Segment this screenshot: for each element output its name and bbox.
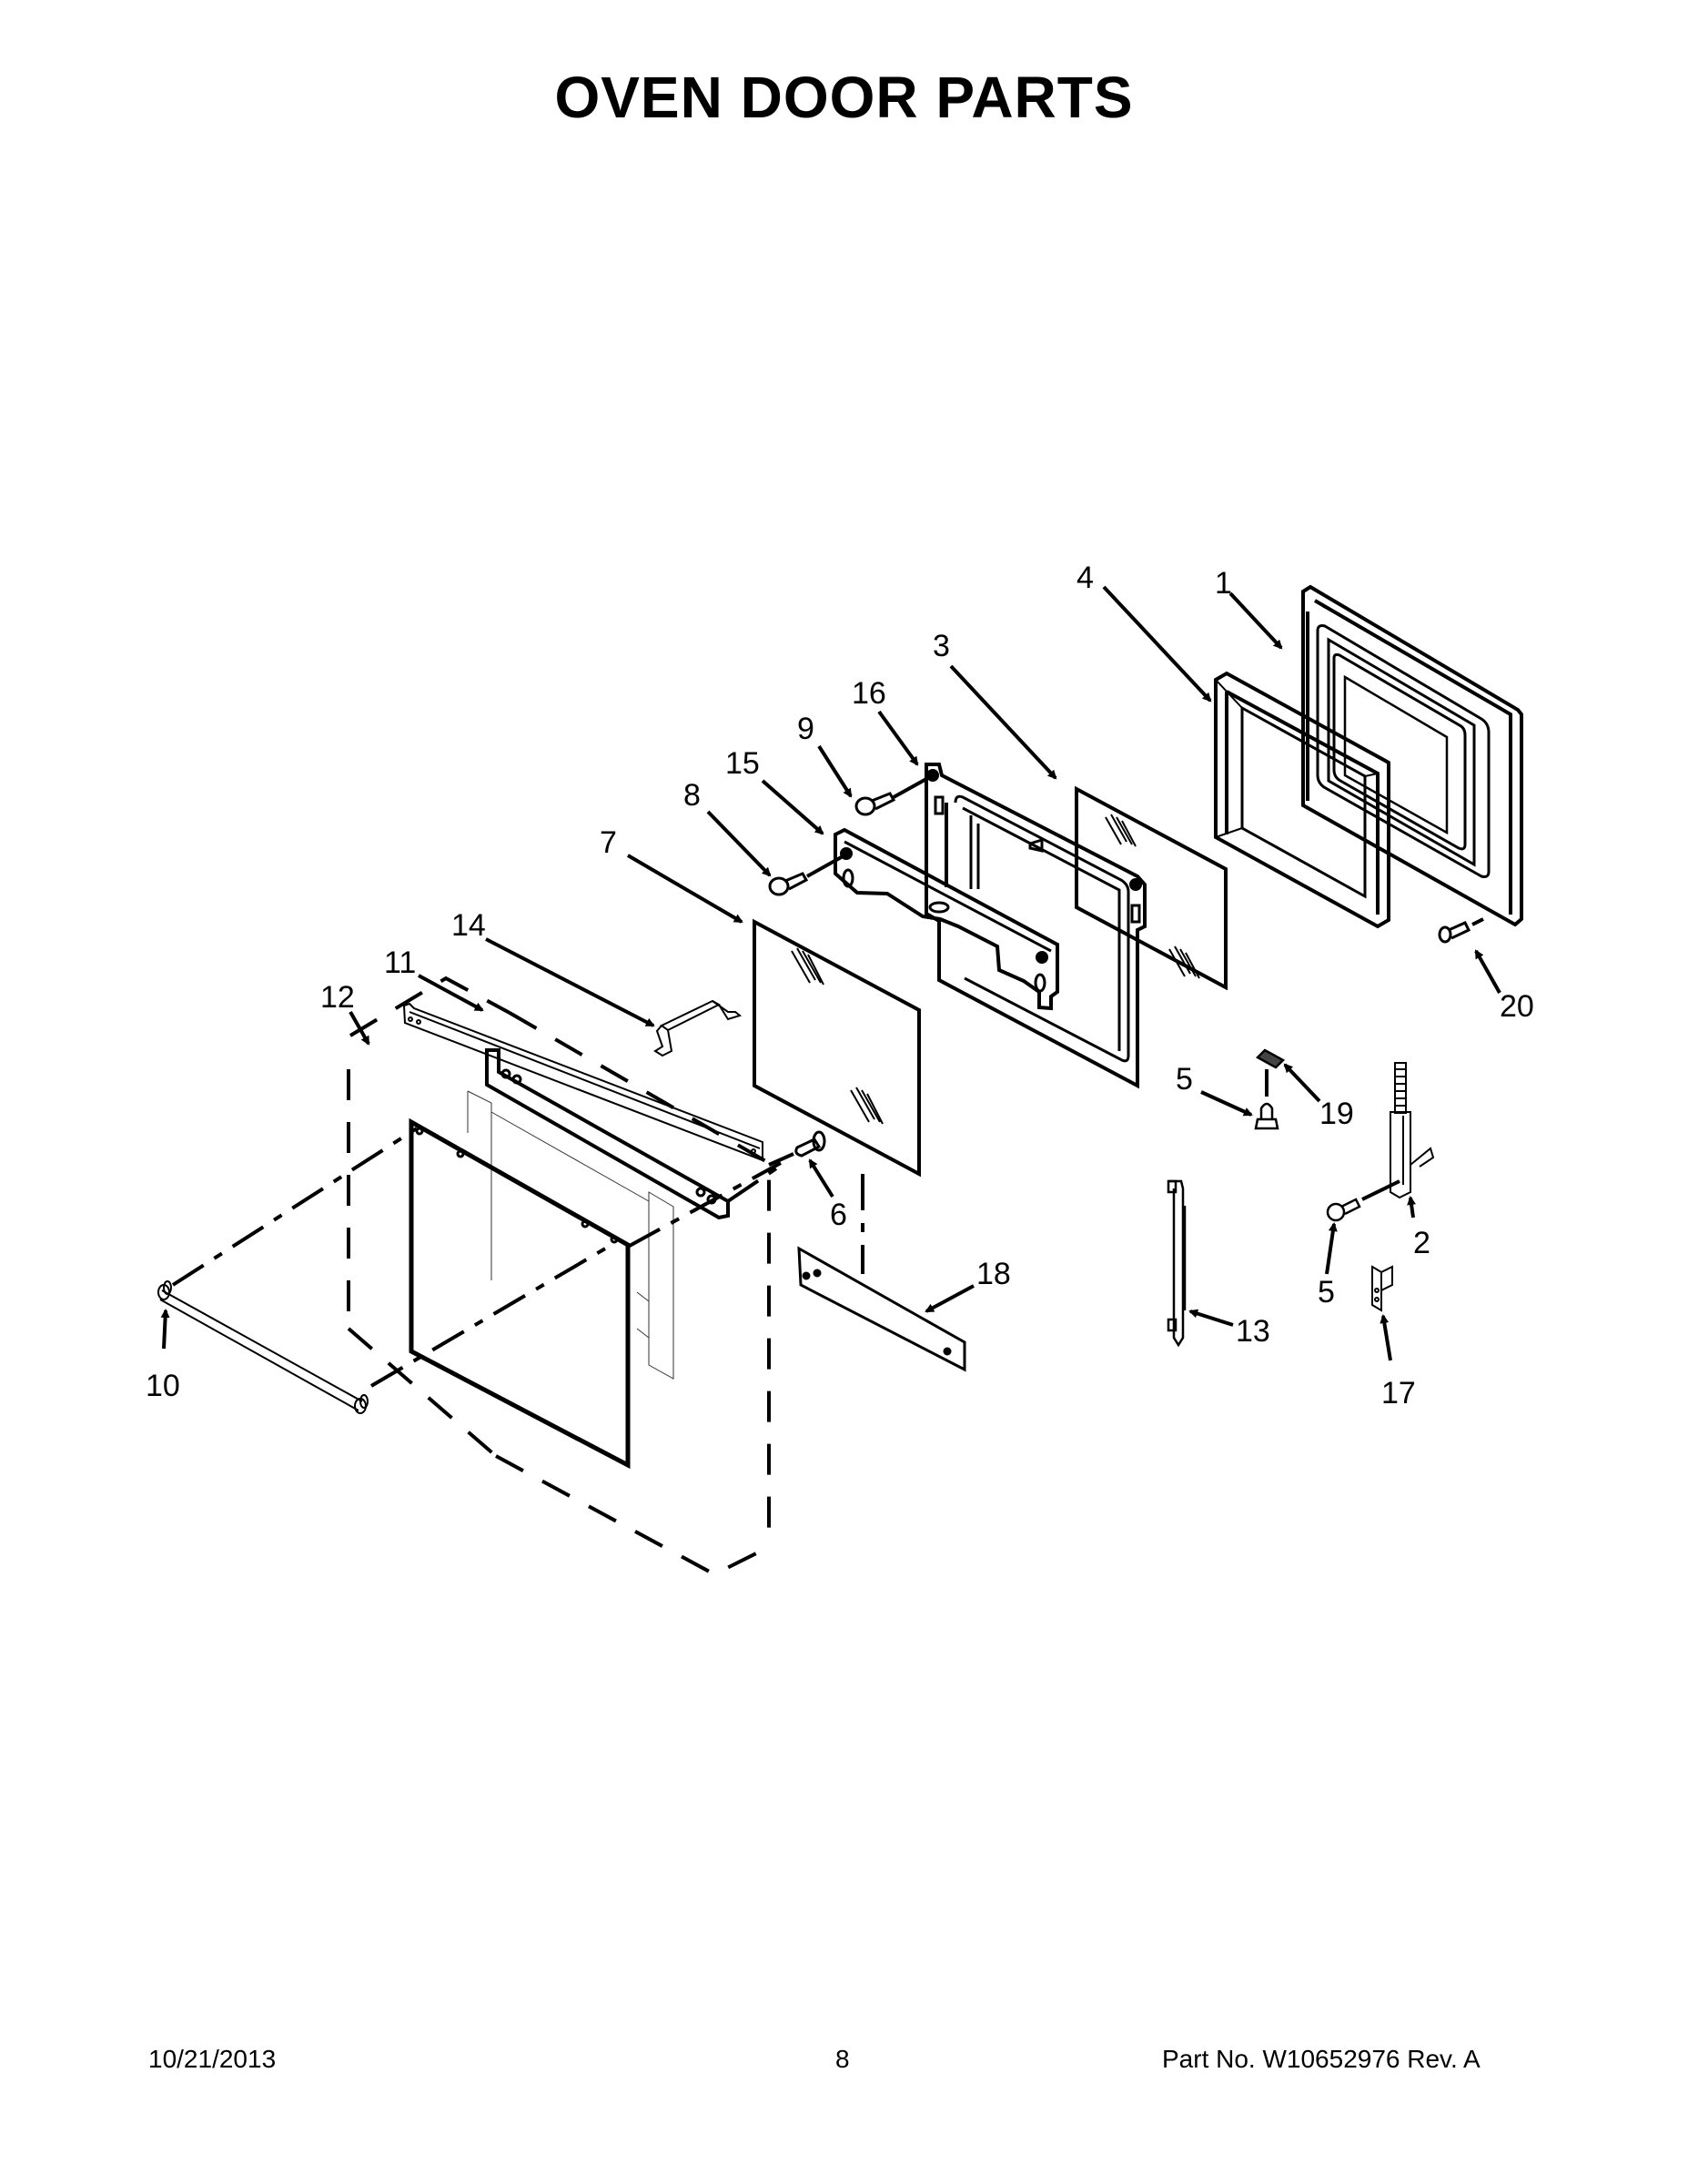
callout-17: 17	[1381, 1376, 1416, 1410]
part-8-screw[interactable]	[768, 854, 845, 896]
callout-7: 7	[600, 825, 617, 860]
part-13-latch-strip[interactable]	[1167, 1179, 1187, 1348]
callout-3: 3	[933, 629, 950, 663]
callout-12: 12	[320, 980, 355, 1015]
part-9-screw[interactable]	[854, 777, 927, 816]
callout-16: 16	[852, 676, 886, 711]
callout-15: 15	[725, 746, 760, 781]
part-6-screw[interactable]	[768, 1130, 826, 1167]
callout-arrows	[160, 585, 1501, 1361]
part-1-outer-door-panel[interactable]	[1301, 584, 1523, 927]
footer-page-number: 8	[835, 2045, 850, 2073]
callout-labels: 1 4 3 16 9 15 8 7 14 11 12 10 6 18 13 5 …	[146, 561, 1534, 1410]
part-17-latch-plate[interactable]	[1371, 1265, 1393, 1312]
part-5-screw-lower[interactable]	[1326, 1179, 1400, 1222]
part-18-lower-bracket[interactable]	[797, 1246, 966, 1372]
callout-9: 9	[797, 712, 814, 746]
part-4-door-trim-frame[interactable]	[1214, 671, 1390, 929]
callout-5-lower: 5	[1318, 1275, 1335, 1309]
insulation-panel	[467, 1090, 674, 1380]
callout-6: 6	[830, 1198, 847, 1232]
part-14-hinge-support[interactable]	[653, 999, 743, 1057]
outer-door-glass-panel[interactable]	[409, 1117, 631, 1470]
vent-strip	[485, 1048, 730, 1220]
callout-11: 11	[384, 945, 416, 980]
callout-2: 2	[1413, 1226, 1430, 1260]
part-5-screw-upper[interactable]	[1254, 1069, 1279, 1130]
callout-1: 1	[1215, 566, 1232, 601]
footer-date: 10/21/2013	[148, 2045, 277, 2073]
footer-part-number: Part No. W10652976 Rev. A	[1162, 2045, 1481, 2073]
part-7-outer-glass[interactable]	[753, 918, 921, 1178]
callout-10: 10	[146, 1369, 180, 1403]
callout-5-upper: 5	[1176, 1062, 1193, 1097]
part-2-door-hinge[interactable]	[1390, 1062, 1435, 1199]
part-10-door-handle[interactable]	[157, 1280, 369, 1414]
callout-13: 13	[1236, 1314, 1270, 1349]
part-19-pad[interactable]	[1255, 1048, 1286, 1069]
part-15-door-bracket[interactable]	[834, 827, 1059, 1011]
page-title: OVEN DOOR PARTS	[554, 65, 1134, 130]
callout-20: 20	[1500, 989, 1534, 1024]
callout-14: 14	[451, 908, 486, 943]
callout-4: 4	[1076, 561, 1094, 595]
alignment-lines	[171, 1127, 864, 1388]
part-3-inner-glass[interactable]	[1075, 785, 1228, 991]
part-20-screw[interactable]	[1438, 917, 1484, 944]
part-11-vent-channel[interactable]	[402, 1002, 763, 1162]
callout-8: 8	[683, 778, 701, 813]
callout-19: 19	[1319, 1097, 1354, 1131]
part-12-door-assembly-outline[interactable]	[347, 976, 771, 1577]
callout-18: 18	[976, 1257, 1011, 1291]
